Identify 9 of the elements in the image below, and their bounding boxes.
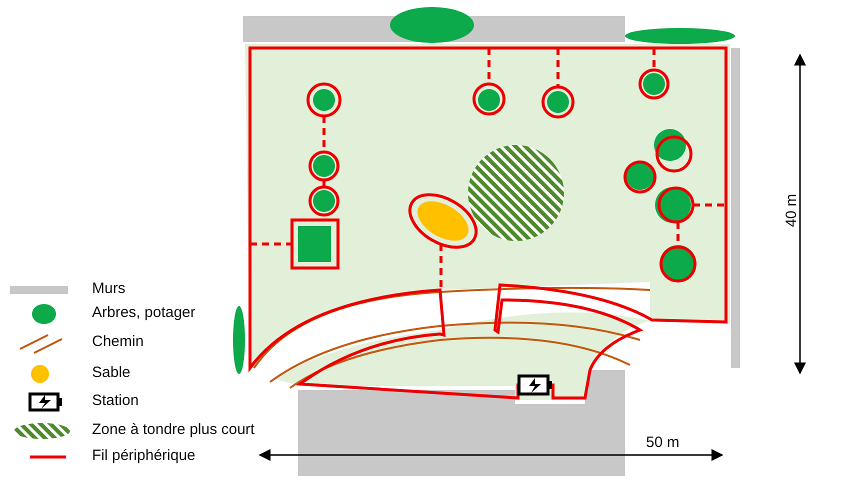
dimension-label: 40 m [783,194,800,228]
legend-label: Station [92,392,139,409]
dimension-label: 50 m [646,434,680,451]
legend-label: Zone à tondre plus court [92,421,255,438]
legend-label: Fil périphérique [92,447,196,464]
legend-label: Murs [92,280,126,297]
legend-label: Arbres, potager [92,304,196,321]
legend-label: Chemin [92,333,144,350]
legend-label: Sable [92,364,130,381]
